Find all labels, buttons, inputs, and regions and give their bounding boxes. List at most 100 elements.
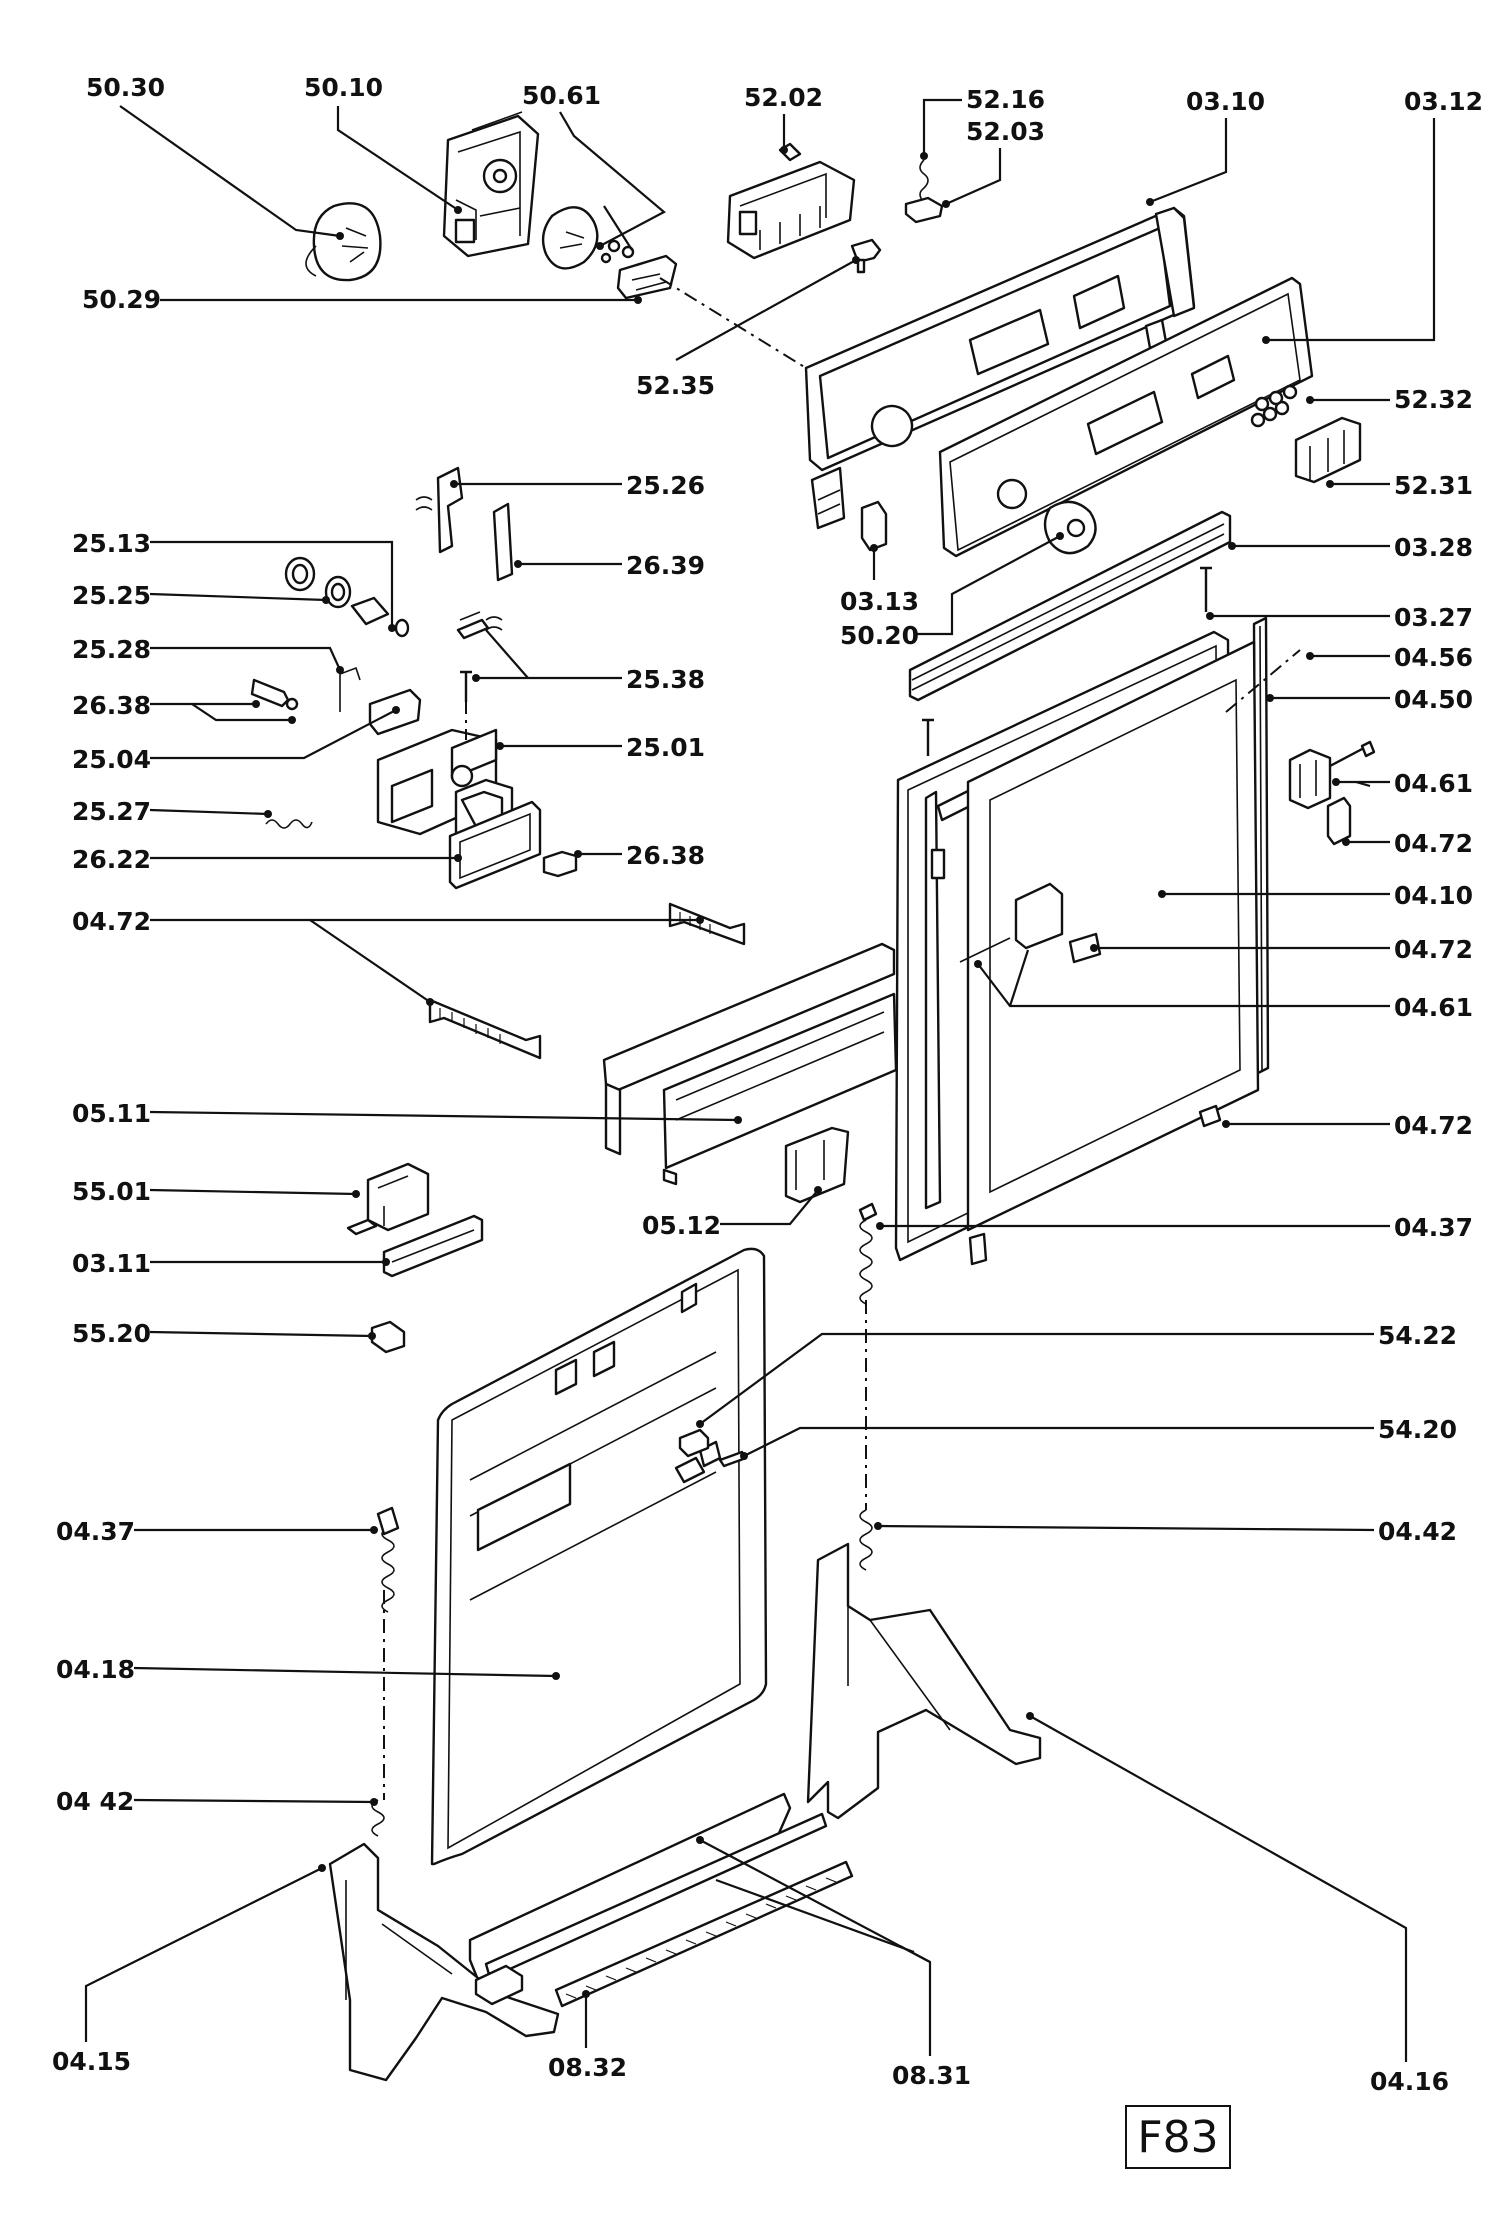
- callout-52-02: 52.02: [744, 83, 823, 154]
- callout-04-61-upper: 04.61: [1332, 769, 1473, 798]
- callout-label: 04.16: [1370, 2067, 1449, 2096]
- part-latch-arms: [415, 466, 514, 640]
- callout-label: 52.03: [966, 117, 1045, 146]
- callout-25-28: 25.28: [72, 635, 344, 674]
- callout-label: 26.22: [72, 845, 151, 874]
- callout-03-27: 03.27: [1206, 603, 1473, 632]
- callout-label: 03.27: [1394, 603, 1473, 632]
- callout-04-56: 04.56: [1306, 643, 1473, 672]
- callout-04-37-left: 04.37: [56, 1517, 378, 1546]
- part-cam-disc: [541, 206, 635, 270]
- callout-08-31: 08.31: [696, 1836, 971, 2090]
- part-clip-55-20: [370, 1320, 406, 1354]
- part-dispenser-gasket: [448, 800, 542, 890]
- callout-label: 04 42: [56, 1787, 134, 1816]
- callout-label: 04.42: [1378, 1517, 1457, 1546]
- part-screw-vertical: [460, 670, 472, 702]
- callout-55-01: 55.01: [72, 1177, 360, 1206]
- callout-50-10: 50.10: [304, 73, 462, 214]
- part-spring-small: [265, 819, 313, 829]
- callout-label: 25.38: [626, 665, 705, 694]
- part-switch-block: [726, 142, 856, 260]
- callout-04-61-lower: 04.61: [974, 949, 1473, 1022]
- part-door-switch: [678, 1428, 748, 1468]
- part-button-set: [1294, 416, 1362, 484]
- callout-label: 54.22: [1378, 1321, 1457, 1350]
- callout-label: 04.72: [72, 907, 151, 936]
- part-comb-strips: [428, 902, 746, 1060]
- callout-04-42-right: 04.42: [874, 1517, 1457, 1546]
- callout-25-27: 25.27: [72, 797, 272, 826]
- callout-label: 55.20: [72, 1319, 151, 1348]
- callout-50-20: 50.20: [840, 532, 1064, 650]
- callout-label: 04.50: [1394, 685, 1473, 714]
- callout-label: 26.38: [72, 691, 151, 720]
- callout-label: 50.61: [522, 81, 601, 110]
- callout-label: 03.13: [840, 587, 919, 616]
- callout-label: 04.72: [1394, 1111, 1473, 1140]
- callout-label: 54.20: [1378, 1415, 1457, 1444]
- callout-label: 04.61: [1394, 769, 1473, 798]
- part-hinge-right: [806, 1542, 1042, 1820]
- part-inner-door: [430, 1247, 768, 1866]
- part-timer-unit: [442, 111, 540, 258]
- part-spring-contact: [904, 159, 944, 224]
- callout-label: 25.13: [72, 529, 151, 558]
- callout-label: 04.37: [56, 1517, 135, 1546]
- part-bottom-strips: [468, 1792, 854, 2008]
- callout-04-15: 04.15: [52, 1864, 326, 2076]
- part-door-handle: [382, 1214, 484, 1278]
- callout-25-13: 25.13: [72, 529, 396, 632]
- callout-03-28: 03.28: [1228, 533, 1473, 562]
- part-lower-trim: [602, 942, 898, 1186]
- callout-label: 04.18: [56, 1655, 135, 1684]
- callout-26-39: 26.39: [514, 551, 705, 580]
- part-catch-plate: [959, 882, 1064, 963]
- callout-label: 52.31: [1394, 471, 1473, 500]
- callout-label: 25.28: [72, 635, 151, 664]
- callout-label: 25.04: [72, 745, 151, 774]
- callout-05-12: 05.12: [642, 1186, 822, 1240]
- callout-08-32: 08.32: [548, 1990, 627, 2082]
- callout-25-04: 25.04: [72, 706, 400, 774]
- part-pin: [850, 238, 882, 274]
- callout-label: 25.26: [626, 471, 705, 500]
- part-small-brackets: [968, 796, 1352, 1266]
- callout-50-61: 50.61: [522, 81, 666, 251]
- callout-50-30: 50.30: [86, 73, 344, 240]
- callout-label: 50.20: [840, 621, 919, 650]
- callout-04-18: 04.18: [56, 1655, 560, 1684]
- callout-label: 04.61: [1394, 993, 1473, 1022]
- part-spring-set: [1250, 384, 1298, 428]
- callout-label: 50.10: [304, 73, 383, 102]
- callout-03-11: 03.11: [72, 1249, 390, 1278]
- callout-25-01: 25.01: [496, 733, 705, 762]
- part-bracket-small: [616, 254, 678, 300]
- callout-50-29: 50.29: [82, 285, 642, 314]
- part-hinge-clip: [1288, 740, 1376, 810]
- callout-25-26: 25.26: [450, 471, 705, 500]
- callout-label: 50.30: [86, 73, 165, 102]
- part-bracket-05-12: [784, 1126, 850, 1204]
- callout-label: 05.12: [642, 1211, 721, 1240]
- part-program-knob: [1043, 500, 1097, 555]
- callout-label: 03.10: [1186, 87, 1265, 116]
- part-top-rail: [908, 510, 1232, 702]
- callout-04-42-left: 04 42: [56, 1787, 378, 1816]
- callout-25-38: 25.38: [472, 629, 705, 694]
- part-rinse-cap: [284, 556, 410, 638]
- callout-52-32: 52.32: [1306, 385, 1473, 414]
- callout-04-16: 04.16: [1026, 1712, 1449, 2096]
- part-lever-pin: [250, 678, 299, 711]
- part-clip-26-38: [542, 850, 578, 878]
- part-end-cap: [860, 500, 888, 552]
- callout-54-20: 54.20: [740, 1415, 1457, 1460]
- callout-03-12: 03.12: [1262, 87, 1483, 344]
- callout-label: 50.29: [82, 285, 161, 314]
- part-dispenser-assembly: [376, 728, 514, 844]
- callout-label: 04.15: [52, 2047, 131, 2076]
- callout-52-35: 52.35: [636, 256, 860, 400]
- callout-label: 05.11: [72, 1099, 151, 1128]
- callout-04-10: 04.10: [1158, 881, 1473, 910]
